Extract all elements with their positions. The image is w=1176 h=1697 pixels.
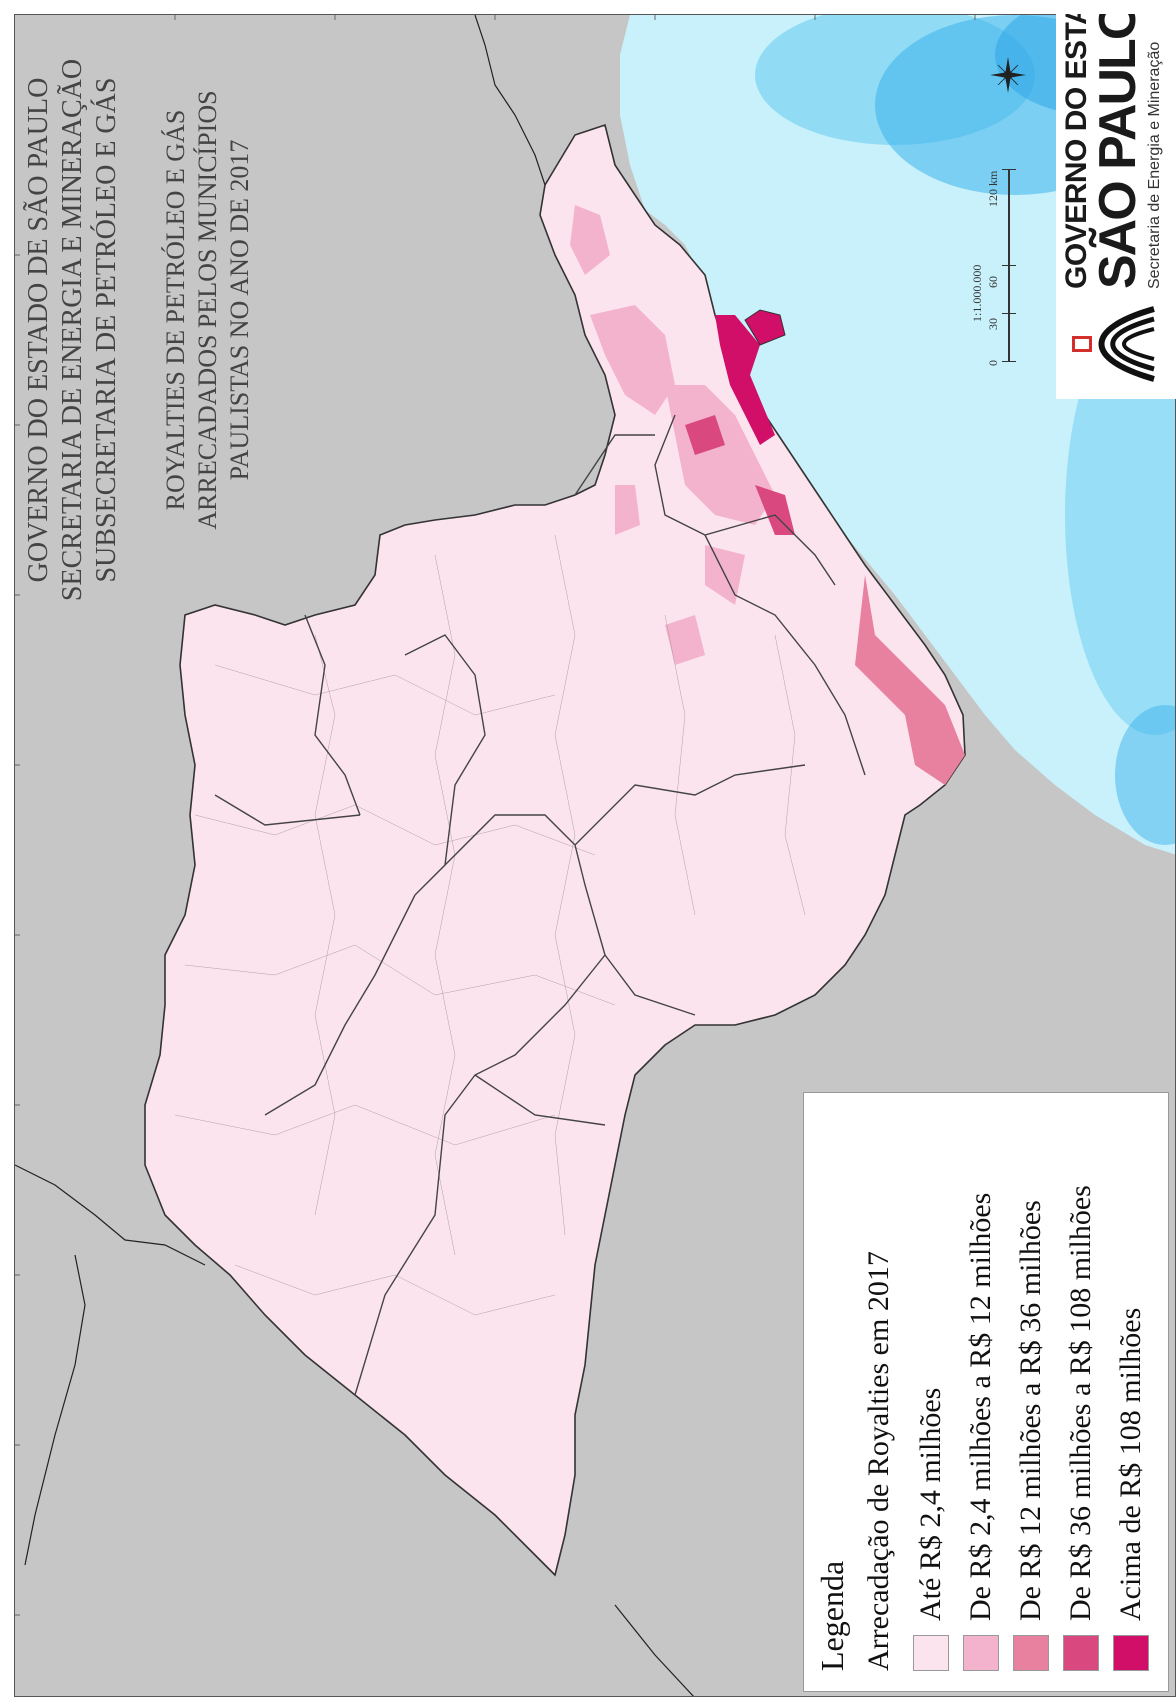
graticule-ticks [15,15,976,1616]
legend-swatch [1013,1635,1050,1671]
legend-swatch [1113,1635,1150,1671]
logo-line-2: SÃO PAULO [1089,14,1147,289]
municipality-class-4 [685,415,725,455]
municipality-class-4 [755,485,795,535]
border-line [15,1164,206,1266]
legend-swatch [963,1635,1000,1671]
north-arrow-icon [990,57,1026,93]
scale-bar: 1:1.000.000 0 30 60 120 km [970,142,1030,372]
municipality-class-2 [570,205,610,275]
legend-item: De R$ 2,4 milhões a R$ 12 milhões [962,1193,1002,1671]
subtitle-line: PAULISTAS NO ANO DE 2017 [225,139,254,481]
ocean-depth [1065,295,1175,735]
regional-boundaries [214,414,866,1396]
legend-inner: Legenda Arrecadação de Royalties em 2017… [804,1093,1168,1691]
title-line: GOVERNO DO ESTADO DE SÃO PAULO [23,77,54,583]
legend-item: De R$ 12 milhões a R$ 36 milhões [1012,1200,1052,1671]
scale-tick [1002,265,1016,266]
municipality-class-2 [665,615,705,665]
municipality-class-3 [855,575,965,785]
municipality-class-2 [665,385,775,525]
subtitle-line: ARRECADADOS PELOS MUNICÍPIOS [193,90,222,530]
border-line [24,1254,86,1566]
legend-label: De R$ 36 milhões a R$ 108 milhões [1064,1185,1098,1621]
legend-label: De R$ 2,4 milhões a R$ 12 milhões [964,1192,998,1621]
legend-item: De R$ 36 milhões a R$ 108 milhões [1062,1185,1102,1671]
legend-item: Acima de R$ 108 milhões [1112,1308,1152,1671]
legend-item: Até R$ 2,4 milhões [912,1388,952,1671]
scale-label: 0 [986,360,1000,366]
legend-swatch [913,1635,950,1671]
scale-tick [1002,313,1016,314]
island-class-5 [744,309,786,346]
scale-label: 60 [986,276,1000,288]
title-block: GOVERNO DO ESTADO DE SÃO PAULO SECRETARI… [22,20,132,640]
subtitle-block: ROYALTIES DE PETRÓLEO E GÁS ARRECADADOS … [160,0,270,620]
municipality-class-2 [590,305,675,415]
logo-inner: GOVERNO DO ESTADO SÃO PAULO Secretaria d… [1056,14,1176,399]
sao-paulo-logo-icon [1072,306,1155,382]
title-line: SUBSECRETARIA DE PETRÓLEO E GÁS [91,77,122,583]
scale-tick [1002,361,1016,362]
legend-subtitle: Arrecadação de Royalties em 2017 [862,1251,895,1671]
legend-swatch [1063,1635,1100,1671]
legend-label: Acima de R$ 108 milhões [1114,1307,1148,1621]
legend-label: De R$ 12 milhões a R$ 36 milhões [1014,1200,1048,1621]
scale-tick [1002,169,1016,170]
ocean-depth [1115,705,1175,845]
logo-panel: GOVERNO DO ESTADO SÃO PAULO Secretaria d… [1056,14,1176,399]
scale-label: 30 [986,318,1000,330]
ocean [620,15,1175,855]
municipality-class-2 [615,485,640,535]
border-line [614,1604,694,1696]
legend-label: Até R$ 2,4 milhões [914,1387,948,1621]
scale-ratio: 1:1.000.000 [970,264,984,322]
scale-label: 120 km [986,170,1000,207]
logo-line-3: Secretaria de Energia e Mineração [1146,41,1163,289]
subtitle-line: ROYALTIES DE PETRÓLEO E GÁS [161,109,190,511]
municipality-class-5 [715,315,775,445]
scale-line [1008,170,1010,362]
legend-panel: Legenda Arrecadação de Royalties em 2017… [803,1092,1169,1692]
title-line: SECRETARIA DE ENERGIA E MINERAÇÃO [57,58,88,602]
border-line [474,15,546,186]
legend-title: Legenda [814,1560,850,1671]
